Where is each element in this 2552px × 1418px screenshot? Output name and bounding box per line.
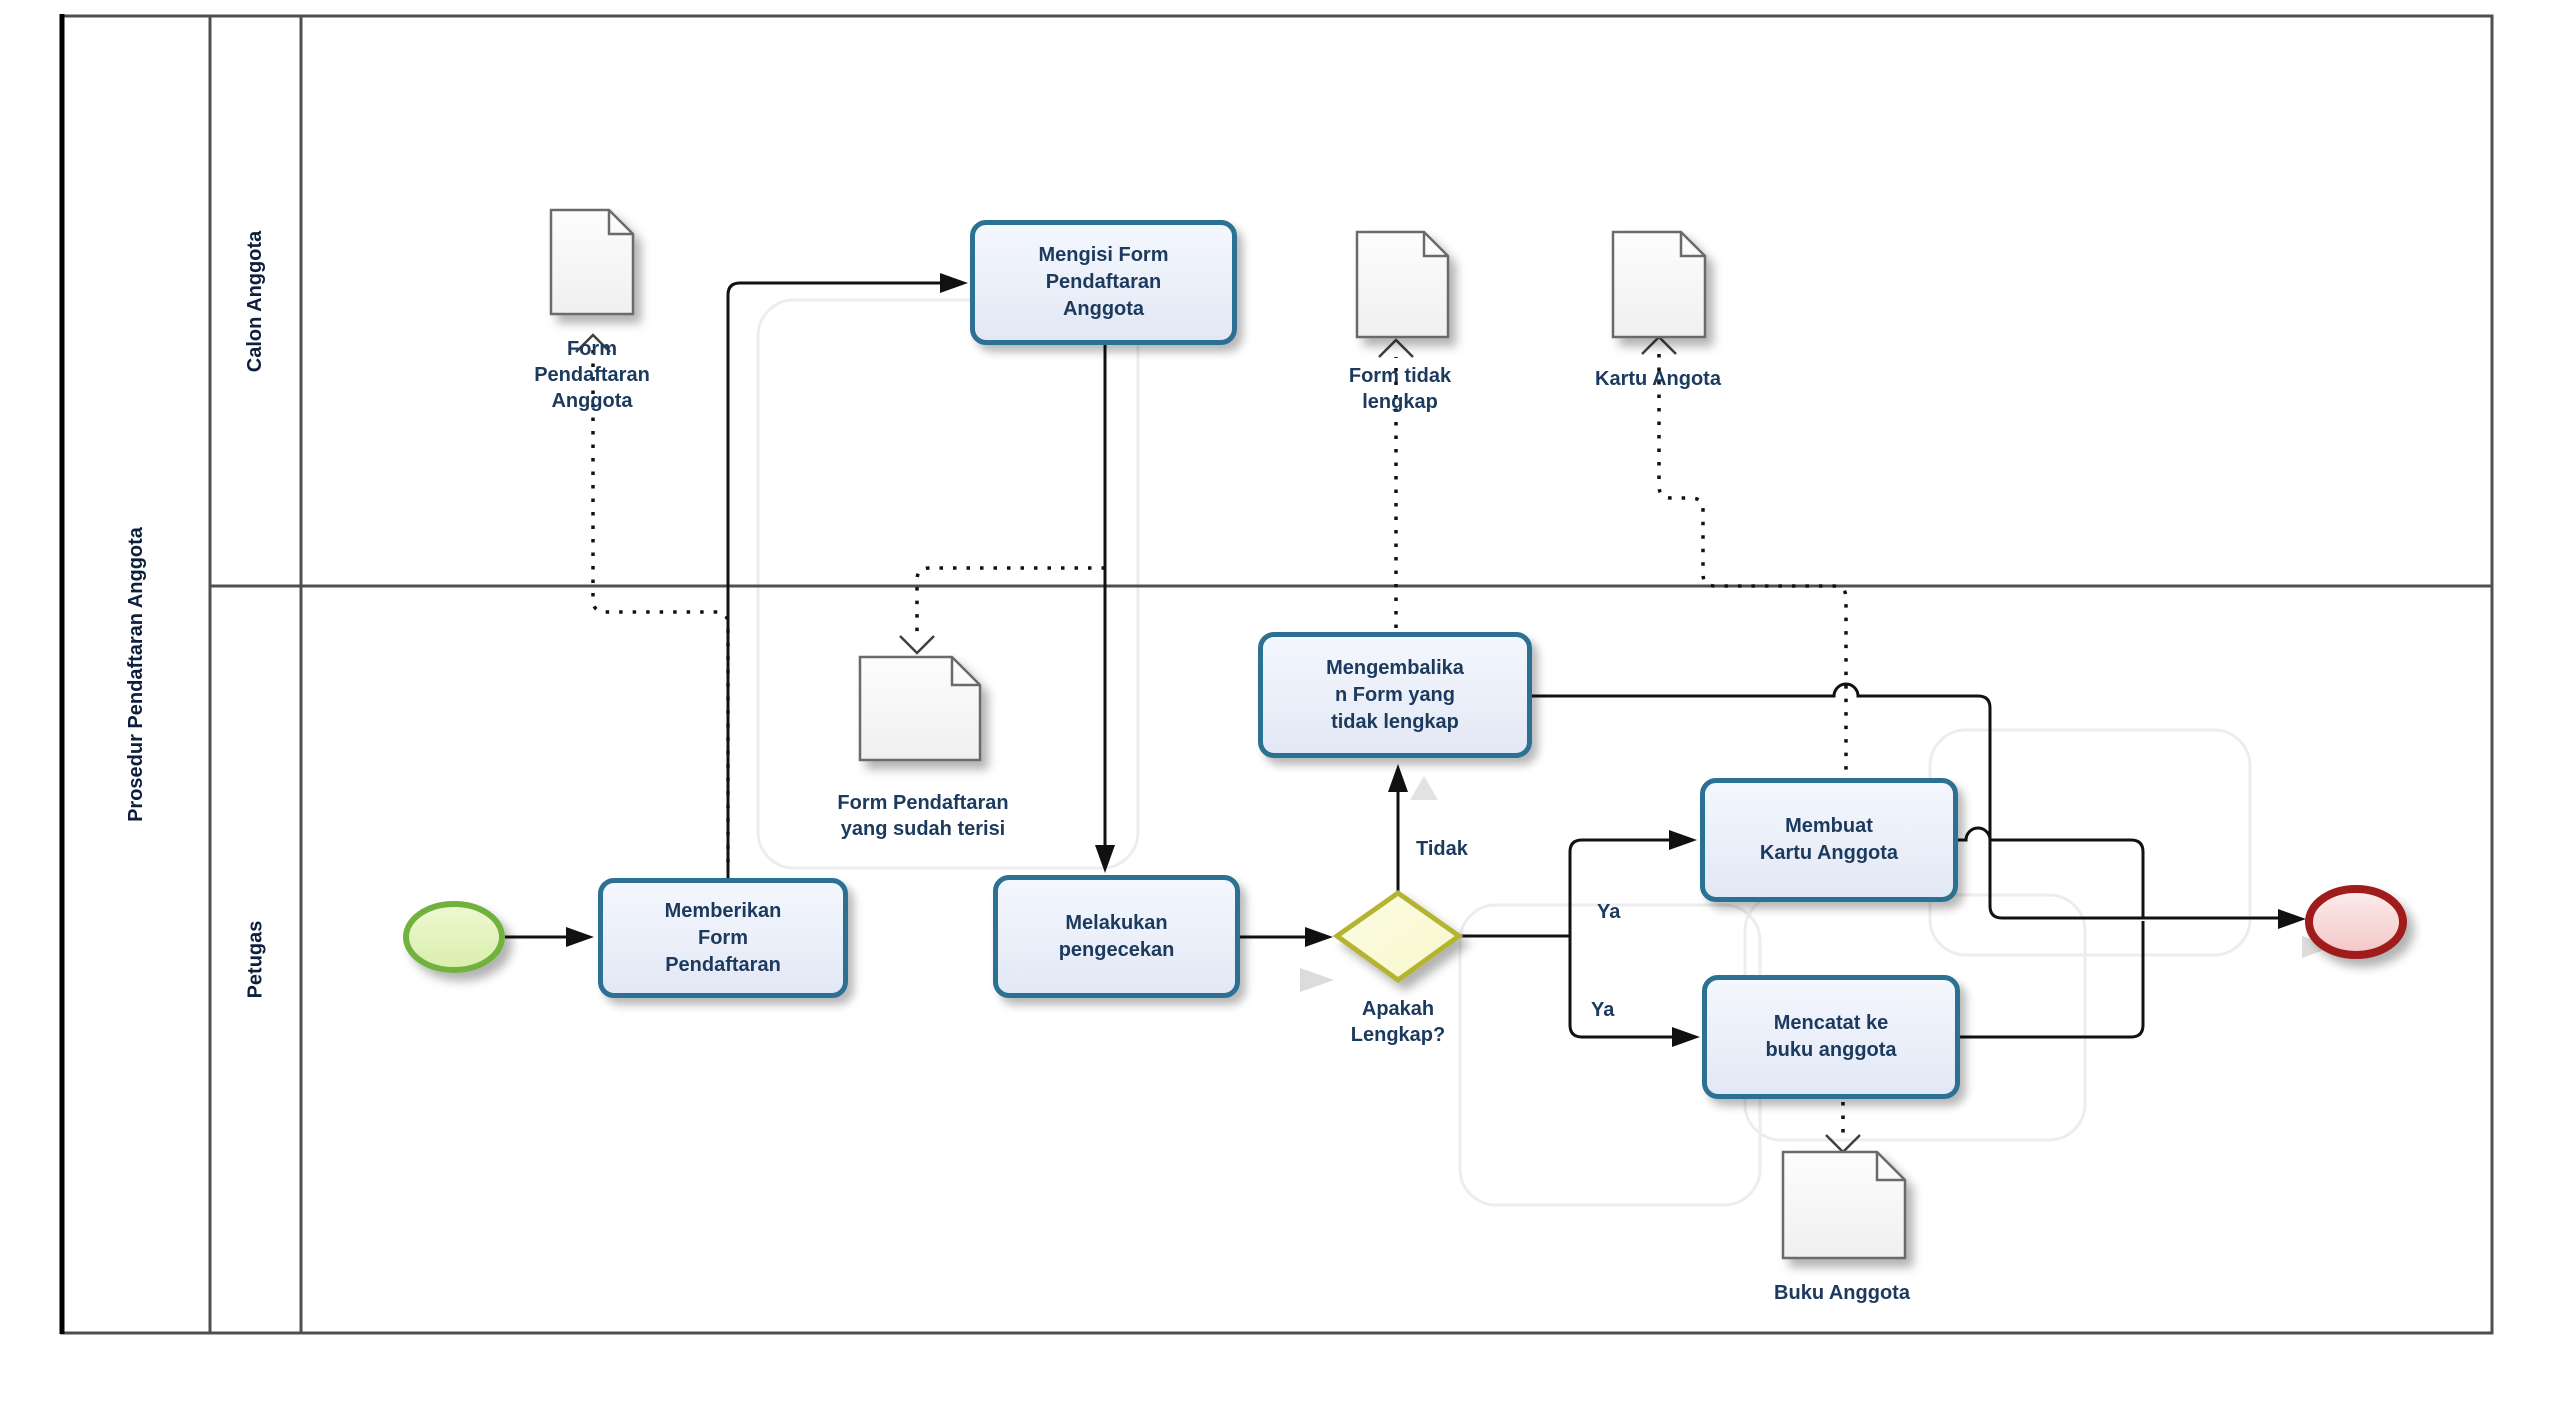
end-event[interactable]: [2305, 885, 2407, 959]
gateway-label: Apakah Lengkap?: [1350, 998, 1446, 1046]
doc-form-tidak-lengkap-label: Form tidak lengkap: [1348, 365, 1452, 413]
pool-frame: [59, 14, 2494, 1335]
doc-form-terisi-label: Form Pendaftaran yang sudah terisi: [837, 792, 1009, 840]
doc-form-pendaftaran-label: Form Pendaftaran Anggota: [534, 338, 650, 412]
task-mengisi-form[interactable]: Mengisi Form Pendaftaran Anggota: [970, 220, 1237, 345]
doc-kartu-angota-icon: [1611, 230, 1707, 339]
flow-memberikan-to-mengisi: [726, 281, 942, 878]
task-memberikan-form[interactable]: Memberikan Form Pendaftaran: [598, 878, 848, 998]
task-mencatat-buku[interactable]: Mencatat ke buku anggota: [1702, 975, 1960, 1099]
flow-membuat-to-merge: [1958, 826, 2145, 918]
doc-buku-anggota-label: Buku Anggota: [1774, 1282, 1910, 1304]
edge-label-ya-top: Ya: [1597, 901, 1621, 923]
edge-label-tidak: Tidak: [1416, 838, 1468, 860]
sequence-flows: [505, 281, 2280, 1039]
doc-form-tidak-lengkap-icon: [1355, 230, 1450, 339]
flow-mencatat-to-merge: [1960, 921, 2145, 1039]
task-mengembalikan-form[interactable]: Mengembalika n Form yang tidak lengkap: [1258, 632, 1532, 758]
task-melakukan-pengecekan[interactable]: Melakukan pengecekan: [993, 875, 1240, 998]
flow-mengembalikan-to-end: [1532, 682, 2280, 920]
flow-gateway-ya-membuat: [1459, 838, 1671, 938]
doc-buku-anggota-icon: [1781, 1150, 1907, 1260]
pool-title: Prosedur Pendaftaran Anggota: [124, 527, 147, 822]
data-associations: [591, 350, 1848, 1136]
doc-form-terisi-icon: [858, 655, 982, 762]
assoc-kartu-membuat: [1657, 354, 1848, 772]
document-shapes: [549, 208, 1907, 1260]
edge-label-ya-bottom: Ya: [1591, 999, 1615, 1021]
start-event[interactable]: [403, 901, 505, 973]
ghost-artifacts: [756, 298, 2332, 1207]
task-membuat-kartu[interactable]: Membuat Kartu Anggota: [1700, 778, 1958, 902]
assoc-to-form-terisi: [915, 566, 1105, 636]
doc-form-pendaftaran-anggota-icon: [549, 208, 635, 316]
doc-kartu-angota-label: Kartu Angota: [1595, 368, 1721, 390]
association-arrowheads: [575, 333, 1861, 1154]
assoc-memberikan-form-doc: [591, 350, 730, 872]
gateway-apakah-lengkap[interactable]: [1332, 889, 1464, 984]
lane-label-calon-anggota: Calon Anggota: [244, 230, 266, 372]
arrowheads: [566, 273, 2306, 1047]
lane-label-petugas: Petugas: [244, 920, 266, 999]
flow-gateway-ya-mencatat: [1568, 936, 1674, 1039]
